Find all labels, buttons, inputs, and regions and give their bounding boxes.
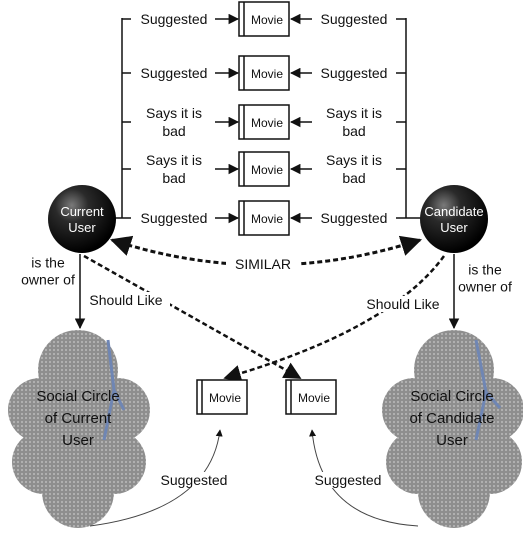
cloud-right-vein — [474, 339, 502, 441]
should-like-label-left: Should Like — [89, 292, 162, 308]
should-like-arrow-left — [83, 254, 302, 380]
movie-node: Movie — [238, 55, 290, 91]
movie-node: Movie — [238, 104, 290, 140]
suggested-bottom-left-label: Suggested — [161, 472, 228, 488]
left-bracket — [96, 18, 123, 219]
movie-node-bottom-right: Movie — [285, 379, 337, 415]
movie-label: Movie — [251, 163, 283, 177]
movie-label: Movie — [251, 67, 283, 81]
movie-box — [238, 151, 290, 187]
movie-box — [238, 200, 290, 236]
suggested-bottom-right-bg — [310, 472, 386, 488]
movie-box — [238, 55, 290, 91]
movie-label: Movie — [251, 212, 283, 226]
movie-node-bottom-left: Movie — [196, 379, 248, 415]
row-right-label: Suggested — [321, 65, 388, 81]
movie-row: Movie Suggested Suggested — [122, 55, 406, 91]
should-like-left-bg — [82, 292, 170, 308]
movie-row: Movie Suggested Suggested — [122, 1, 406, 37]
movie-box — [196, 379, 248, 415]
should-like-arrow-right — [223, 255, 446, 382]
should-like-label-right: Should Like — [366, 296, 439, 312]
row-right-label-bg — [312, 102, 396, 140]
row-right-label: Suggested — [321, 11, 388, 27]
cloud-right-shape — [382, 330, 523, 528]
row-right-label-bg — [312, 62, 396, 82]
row-right-label-bg — [312, 207, 396, 227]
row-left-label-bg — [131, 102, 215, 140]
movie-label: Movie — [298, 391, 330, 405]
movie-node: Movie — [238, 151, 290, 187]
suggested-bottom-left-bg — [156, 472, 232, 488]
movie-bottom-left: Movie — [196, 379, 248, 415]
movie-label: Movie — [251, 13, 283, 27]
movie-box — [238, 1, 290, 37]
row-left-label-bg — [131, 62, 215, 82]
similar-label: SIMILAR — [235, 256, 291, 272]
should-like-right-bg — [358, 296, 448, 312]
suggested-bottom-right-label: Suggested — [315, 472, 382, 488]
similar-label-bg — [226, 255, 300, 273]
current-user-circle — [48, 185, 116, 253]
row-right-label-bg — [312, 8, 396, 28]
suggested-curve-left — [89, 429, 223, 527]
row-left-label-bg — [131, 8, 215, 28]
row-left-label-bg — [131, 207, 215, 227]
movie-box — [285, 379, 337, 415]
movie-node: Movie — [238, 200, 290, 236]
row-left-label: Suggested — [141, 11, 208, 27]
movie-node: Movie — [238, 1, 290, 37]
row-left-label: Suggested — [141, 65, 208, 81]
row-right-label-bg — [312, 149, 396, 187]
suggested-curve-right — [309, 429, 419, 527]
movie-label: Movie — [209, 391, 241, 405]
row-left-label: Suggested — [141, 210, 208, 226]
row-right-label: Suggested — [321, 210, 388, 226]
movie-bottom-right: Movie — [285, 379, 337, 415]
cloud-left-shape — [8, 330, 150, 528]
movie-label: Movie — [251, 116, 283, 130]
movie-row: Movie Suggested Suggested — [122, 200, 406, 236]
right-bracket — [405, 18, 424, 219]
row-left-label-bg — [131, 149, 215, 187]
candidate-user-circle — [420, 185, 488, 253]
cloud-left-vein — [102, 339, 126, 441]
movie-box — [238, 104, 290, 140]
